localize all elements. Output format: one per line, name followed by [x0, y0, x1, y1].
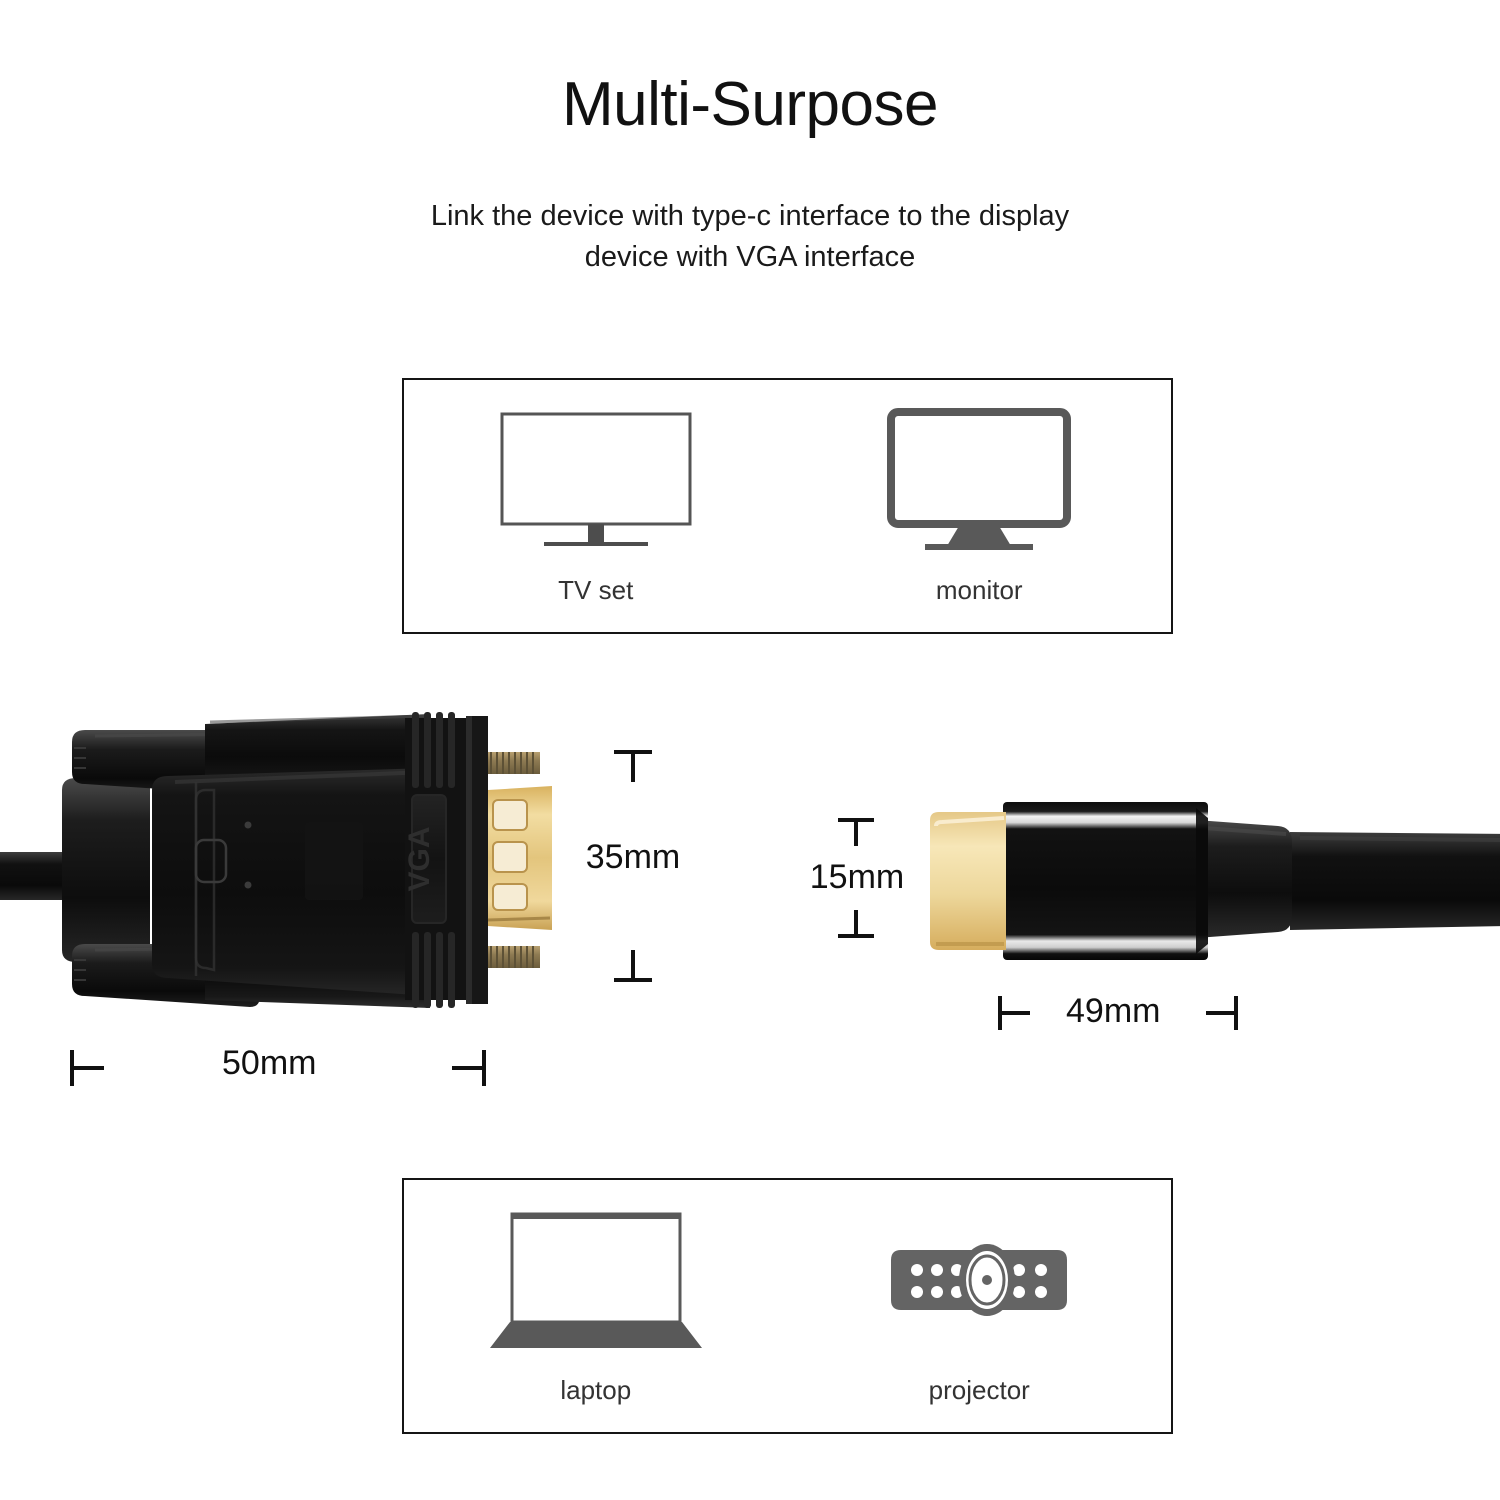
vga-gold-dsub — [487, 786, 552, 930]
device-label-monitor: monitor — [935, 575, 1023, 605]
typec-width-label: 49mm — [1066, 992, 1161, 1030]
typec-width-tick-left — [998, 996, 1030, 1030]
vga-thumbscrew-bottom — [72, 944, 260, 1007]
page-subtitle: Link the device with type-c interface to… — [350, 196, 1150, 278]
monitor-icon — [788, 404, 1172, 554]
vga-ribbed-collar — [405, 712, 471, 1008]
laptop-icon — [404, 1204, 788, 1354]
subtitle-line-2: device with VGA interface — [584, 241, 916, 274]
typec-height-tick-bottom — [838, 910, 874, 938]
device-cell-projector: projector — [788, 1180, 1172, 1432]
device-label-tv: TV set — [558, 575, 634, 605]
vga-height-tick-top — [614, 750, 652, 782]
vga-width-tick-right — [452, 1050, 486, 1086]
dimension-marks — [70, 750, 1238, 1086]
typec-height-tick-top — [838, 818, 874, 846]
display-devices-box-top: TV set monitor — [402, 378, 1173, 634]
vga-screw-post-top — [488, 752, 540, 774]
vga-height-label: 35mm — [585, 838, 681, 876]
subtitle-line-1: Link the device with type-c interface to… — [430, 200, 1070, 232]
projector-icon — [788, 1204, 1172, 1354]
vga-thumbscrew-top — [72, 730, 260, 795]
tv-icon — [404, 404, 788, 554]
vga-marking-text: VGA — [403, 826, 436, 891]
vga-width-label: 50mm — [222, 1044, 317, 1082]
device-cell-tv: TV set — [404, 380, 788, 632]
device-cell-monitor: monitor — [788, 380, 1172, 632]
typec-shell — [1003, 802, 1208, 960]
vga-screw-post-bottom — [488, 946, 540, 968]
typec-width-tick-right — [1206, 996, 1238, 1030]
vga-height-tick-bottom — [614, 950, 652, 982]
typec-gold-tip — [930, 812, 1006, 950]
page-title: Multi-Surpose — [562, 70, 938, 139]
device-label-laptop: laptop — [560, 1375, 632, 1405]
typec-connector-illustration — [930, 802, 1500, 960]
vga-connector-illustration: VGA — [0, 712, 552, 1008]
vga-width-tick-left — [70, 1050, 104, 1086]
typec-height-label: 15mm — [809, 858, 905, 896]
device-cell-laptop: laptop — [404, 1180, 788, 1432]
display-devices-box-bottom: laptop — [402, 1178, 1173, 1434]
device-label-projector: projector — [928, 1375, 1030, 1405]
